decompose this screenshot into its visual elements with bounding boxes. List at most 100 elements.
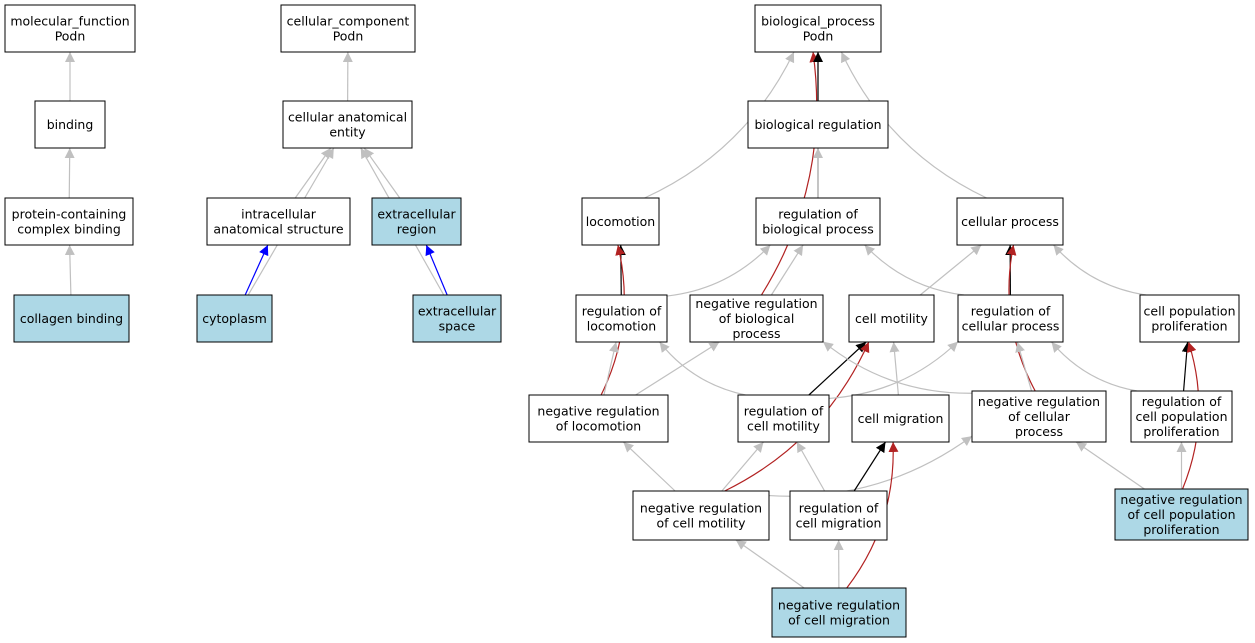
node-label-line: of cell migration bbox=[788, 613, 890, 628]
node-loco[interactable]: locomotion bbox=[581, 197, 660, 246]
edge-cpp-is_a-cp bbox=[1053, 244, 1147, 296]
edge-nrcp-is_a-rcp bbox=[1015, 341, 1033, 392]
node-box bbox=[1114, 488, 1249, 541]
node-box bbox=[747, 100, 889, 149]
node-label-line: Podn bbox=[803, 29, 834, 44]
node-label-line: negative regulation bbox=[978, 394, 1100, 409]
node-label-line: of locomotion bbox=[556, 419, 641, 434]
node-cp[interactable]: cellular process bbox=[956, 197, 1064, 246]
node-label-line: proliferation bbox=[1151, 319, 1227, 334]
edge-pcb-is_a-binding bbox=[64, 147, 75, 199]
node-label-line: cell migration bbox=[858, 411, 944, 426]
edge-cmig-is_a-cm bbox=[889, 341, 900, 396]
node-cm[interactable]: cell motility bbox=[848, 294, 935, 343]
edge-nrbp-negatively_regulates-bp bbox=[760, 51, 820, 296]
node-label-line: regulation of bbox=[744, 404, 824, 419]
node-box bbox=[956, 197, 1064, 246]
edge-nrcm-is_a-rcm bbox=[721, 441, 764, 492]
node-label-line: cellular process bbox=[961, 214, 1059, 229]
node-box bbox=[754, 4, 882, 53]
node-label-line: biological_process bbox=[761, 14, 875, 29]
node-label-line: locomotion bbox=[587, 319, 656, 334]
node-breg[interactable]: biological regulation bbox=[747, 100, 889, 149]
node-box bbox=[851, 394, 950, 443]
edge-nrcp-is_a-nrbp bbox=[822, 341, 973, 394]
edge-rcpp-is_a-rcp bbox=[1051, 341, 1138, 392]
node-label-line: intracellular bbox=[241, 207, 317, 222]
node-label-line: negative regulation bbox=[640, 501, 762, 516]
edge-nrcmig-is_a-nrcm bbox=[735, 539, 805, 589]
node-box bbox=[282, 100, 413, 149]
node-label-line: protein-containing bbox=[12, 207, 127, 222]
edge-rcm-regulates-cm bbox=[808, 341, 867, 396]
node-label-line: cytoplasm bbox=[202, 311, 267, 326]
node-label-line: of cell motility bbox=[657, 516, 747, 531]
node-box bbox=[206, 197, 351, 246]
node-label-line: complex binding bbox=[17, 222, 121, 237]
node-label-line: negative regulation bbox=[778, 598, 900, 613]
node-box bbox=[755, 197, 881, 246]
node-label-line: extracellular bbox=[377, 207, 456, 222]
node-label-line: extracellular bbox=[418, 304, 497, 319]
node-label-line: proliferation bbox=[1143, 522, 1219, 537]
node-label-line: cell motility bbox=[747, 419, 821, 434]
node-label-line: Podn bbox=[333, 29, 364, 44]
edge-nrloco-is_a-nrbp bbox=[635, 341, 720, 396]
node-collagen[interactable]: collagen binding bbox=[13, 294, 130, 343]
edge-collagen-is_a-pcb bbox=[64, 244, 75, 296]
node-box bbox=[771, 587, 907, 638]
node-box bbox=[689, 294, 824, 343]
edge-nrloco-is_a-rloco bbox=[603, 341, 619, 396]
node-label-line: regulation of bbox=[1142, 394, 1222, 409]
node-cmig[interactable]: cell migration bbox=[851, 394, 950, 443]
edge-ias-is_a-cae bbox=[294, 147, 332, 199]
edge-er-is_a-cae bbox=[363, 147, 401, 199]
node-box bbox=[581, 197, 660, 246]
edge-cm-is_a-cp bbox=[919, 244, 982, 296]
node-label-line: negative regulation bbox=[537, 404, 659, 419]
edge-rcmig-regulates-cmig bbox=[853, 441, 886, 492]
edge-nrbp-is_a-rbp bbox=[770, 244, 804, 296]
node-label-line: biological process bbox=[762, 222, 874, 237]
node-label-line: regulation of bbox=[971, 304, 1051, 319]
node-label-line: cellular anatomical bbox=[288, 110, 407, 125]
edge-cyto-part_of-ias bbox=[244, 244, 269, 296]
node-binding[interactable]: binding bbox=[34, 100, 106, 149]
node-label-line: entity bbox=[329, 125, 366, 140]
node-box bbox=[280, 4, 416, 53]
node-box bbox=[196, 294, 273, 343]
node-box bbox=[4, 4, 136, 53]
node-label-line: cell motility bbox=[855, 311, 929, 326]
edge-rloco-regulates-loco bbox=[615, 244, 626, 296]
node-box bbox=[971, 390, 1107, 443]
node-label-line: binding bbox=[47, 117, 94, 132]
node-label-line: of biological bbox=[719, 311, 795, 326]
edge-cp-is_a-bp bbox=[840, 51, 987, 199]
node-box bbox=[371, 197, 462, 246]
edge-rcm-is_a-rloco bbox=[659, 341, 746, 396]
node-box bbox=[737, 394, 830, 443]
node-cyto[interactable]: cytoplasm bbox=[196, 294, 273, 343]
